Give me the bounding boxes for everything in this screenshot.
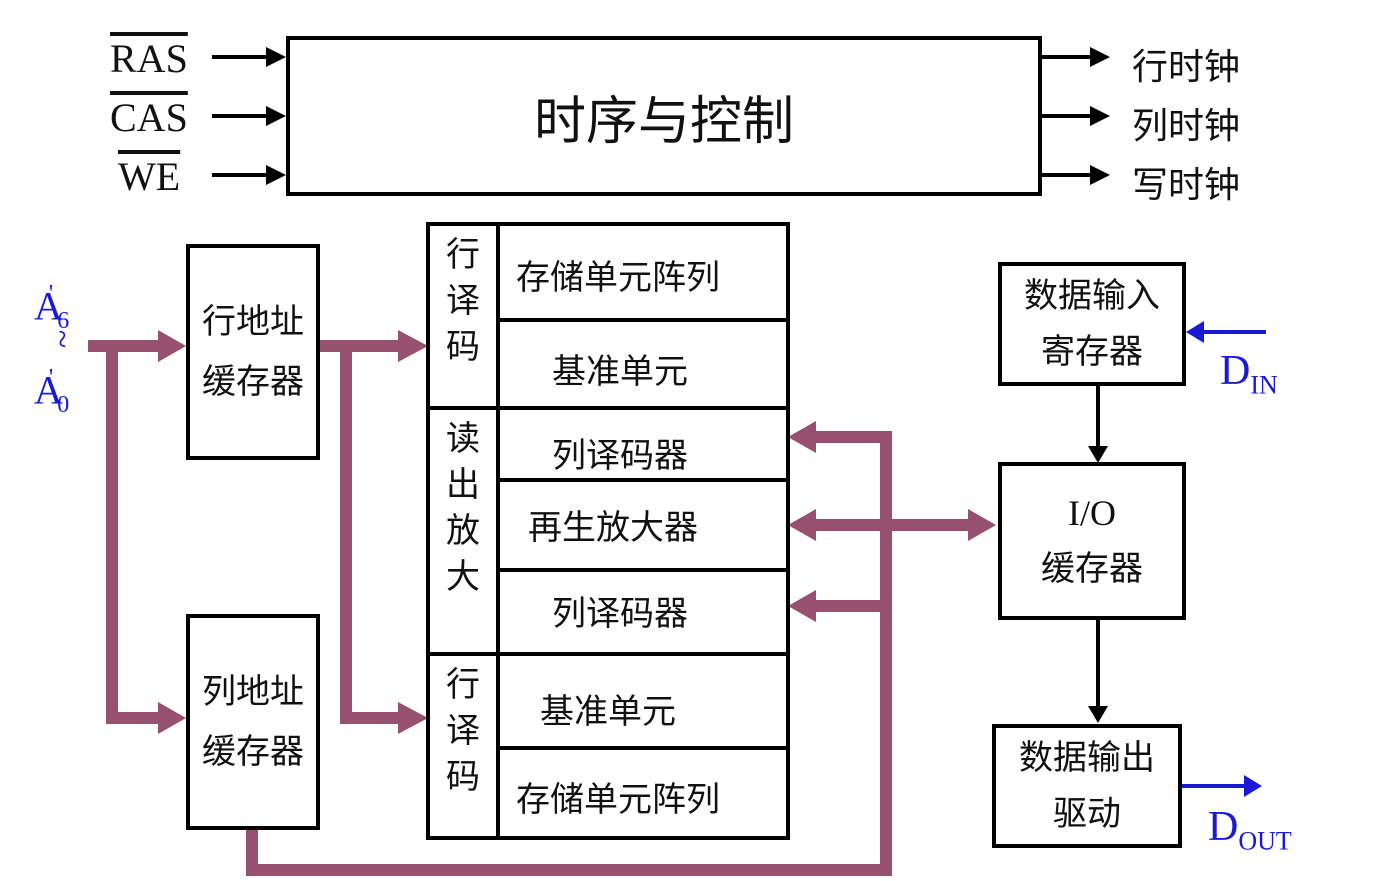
io-buffer-line1: I/O bbox=[1068, 493, 1116, 533]
col-clock-label: 列时钟 bbox=[1132, 106, 1241, 147]
write-clock-label: 写时钟 bbox=[1132, 165, 1241, 206]
column-decoder-bottom: 列译码器 bbox=[552, 594, 688, 634]
timing-control-box: 时序与控制 bbox=[286, 36, 1042, 196]
row-decoder-bottom-label: 行译码 bbox=[446, 665, 480, 797]
data-output-driver-line2: 驱动 bbox=[1053, 794, 1121, 834]
column-decoder-top: 列译码器 bbox=[552, 436, 688, 476]
dout-sub: OUT bbox=[1238, 826, 1292, 856]
storage-cell-array-bottom: 存储单元阵列 bbox=[516, 780, 720, 820]
column-address-buffer-line1: 列地址 bbox=[202, 672, 304, 712]
clock-output-arrows bbox=[1042, 47, 1110, 185]
memory-array-box bbox=[426, 222, 790, 840]
a6-main: A bbox=[34, 283, 63, 329]
ras-label: RAS bbox=[110, 36, 188, 81]
row-address-buffer-line2: 缓存器 bbox=[202, 362, 304, 402]
data-output-driver-line1: 数据输出 bbox=[1019, 738, 1155, 778]
row-decoder-top-label: 行译码 bbox=[446, 235, 480, 367]
row-address-buffer-line1: 行地址 bbox=[202, 302, 304, 342]
timing-control-title: 时序与控制 bbox=[533, 91, 794, 152]
din-sub: IN bbox=[1250, 370, 1278, 400]
dout-main: D bbox=[1208, 804, 1239, 850]
reference-cell-top: 基准单元 bbox=[552, 352, 688, 392]
column-address-buffer-line2: 缓存器 bbox=[202, 732, 304, 772]
io-buffer-line2: 缓存器 bbox=[1041, 549, 1143, 589]
data-bus bbox=[788, 509, 996, 541]
address-bus bbox=[88, 340, 892, 876]
data-output-driver: 数据输出 驱动 bbox=[992, 724, 1182, 848]
address-label-a6: A'6 bbox=[34, 278, 79, 341]
io-buffer: I/O 缓存器 bbox=[998, 462, 1186, 620]
storage-cell-array-top: 存储单元阵列 bbox=[516, 258, 720, 298]
address-tilde: ~ bbox=[43, 329, 81, 349]
a6-sub: 6 bbox=[57, 308, 70, 335]
data-input-register: 数据输入 寄存器 bbox=[998, 262, 1186, 386]
sense-amp-label: 读出放大 bbox=[446, 419, 480, 597]
cas-label: CAS bbox=[110, 95, 188, 140]
din-main: D bbox=[1220, 348, 1251, 394]
a0-main: A bbox=[34, 367, 63, 413]
data-input-register-line2: 寄存器 bbox=[1041, 332, 1143, 372]
data-input-register-line1: 数据输入 bbox=[1024, 276, 1160, 316]
din-label: DIN bbox=[1220, 348, 1278, 408]
control-input-arrows bbox=[212, 47, 286, 185]
address-label-a0: A'0 bbox=[34, 362, 79, 425]
array-dividers bbox=[428, 224, 788, 838]
row-clock-label: 行时钟 bbox=[1132, 47, 1241, 88]
a0-prime: ' bbox=[48, 365, 54, 391]
we-label: WE bbox=[118, 154, 181, 199]
regeneration-amplifier: 再生放大器 bbox=[528, 508, 698, 548]
din-dout-arrows bbox=[1182, 321, 1266, 797]
column-address-buffer: 列地址 缓存器 bbox=[186, 614, 320, 830]
reference-cell-bottom: 基准单元 bbox=[540, 692, 676, 732]
address-bus-arrowheads bbox=[158, 330, 816, 734]
a0-sub: 0 bbox=[57, 392, 70, 419]
row-address-buffer: 行地址 缓存器 bbox=[186, 244, 320, 460]
dout-label: DOUT bbox=[1208, 804, 1292, 864]
a6-prime: ' bbox=[48, 281, 54, 307]
io-path-arrows bbox=[1088, 386, 1108, 723]
